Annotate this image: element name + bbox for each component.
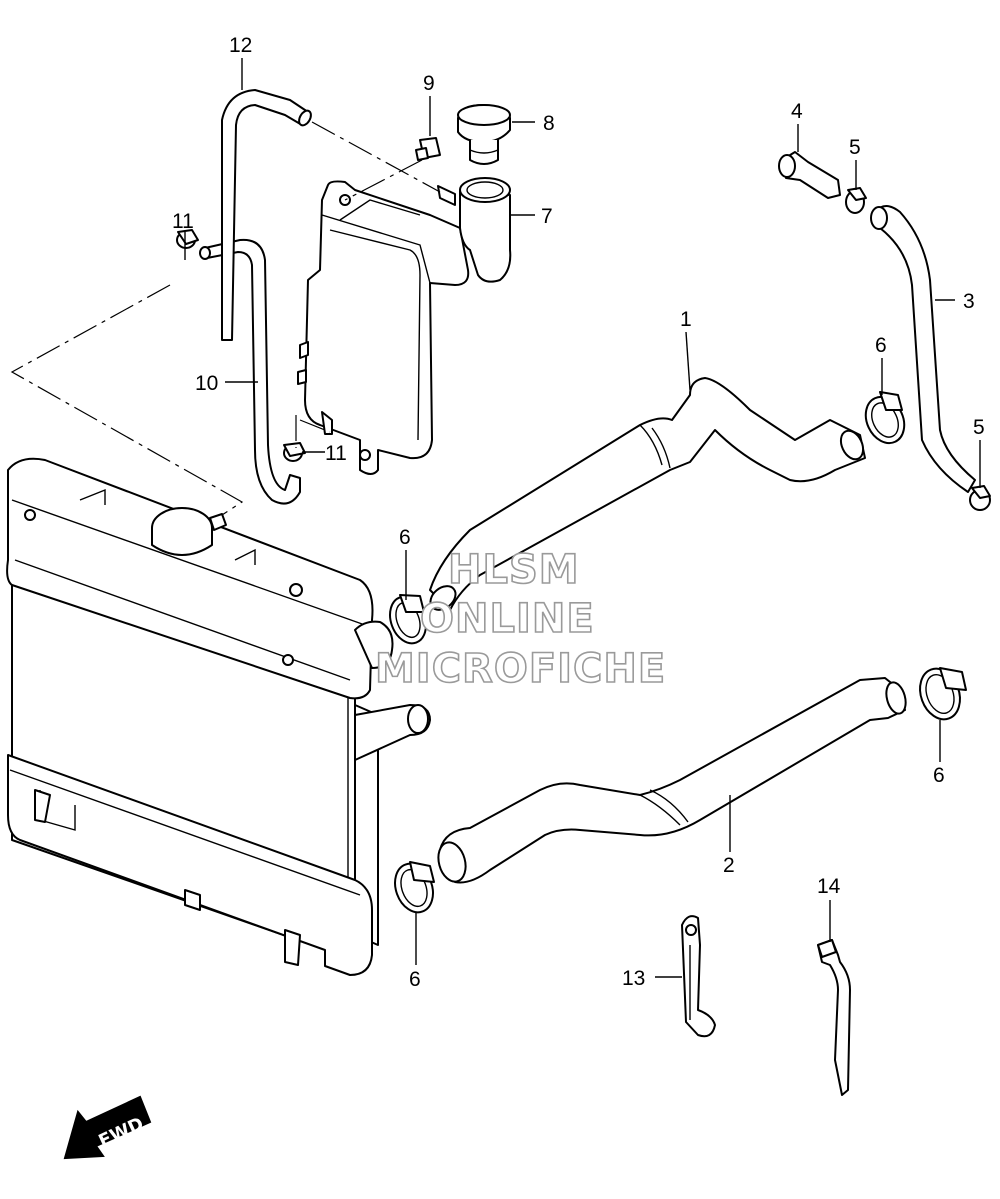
callout-1: 1 [680, 308, 692, 331]
callout-8: 8 [543, 112, 555, 135]
fwd-arrow: FWD [63, 1095, 152, 1160]
radiator-cap [151, 507, 227, 556]
callout-6-lower-right: 6 [933, 764, 945, 787]
small-clamp-upper [845, 187, 867, 214]
watermark-line-3: MICROFICHE [375, 646, 666, 692]
callout-12: 12 [229, 34, 252, 57]
callout-4: 4 [791, 100, 803, 123]
callout-6-upper-right: 6 [875, 334, 887, 357]
callout-9: 9 [423, 72, 435, 95]
bolt [415, 137, 441, 161]
bypass-hose [870, 205, 976, 493]
cable-tie [817, 939, 851, 1096]
callout-6-upper-left: 6 [399, 526, 411, 549]
callout-11-lower: 11 [325, 442, 347, 465]
lower-radiator-hose [437, 677, 907, 884]
upper-radiator-hose [429, 377, 866, 611]
hose-clamp-lower-left [394, 861, 435, 914]
hose-clip-upper [176, 229, 199, 249]
hose-holder-clamp [681, 915, 716, 1038]
callout-numbers: 12 9 8 7 4 5 3 6 5 1 11 10 11 6 6 2 6 13… [172, 34, 985, 991]
callout-11-upper: 11 [172, 210, 194, 233]
callout-5-lower: 5 [973, 416, 985, 439]
reservoir-tank [297, 180, 470, 475]
hose-clamp-lower-right [919, 667, 967, 721]
leader-lines [184, 58, 981, 978]
reference-lines [10, 121, 441, 516]
reservoir-cap [457, 104, 511, 165]
callout-13: 13 [622, 967, 645, 990]
callout-3: 3 [963, 290, 975, 313]
callout-10: 10 [195, 372, 218, 395]
overflow-hose [199, 238, 301, 505]
breather-hose [221, 89, 312, 341]
hose-clamp-upper-left [389, 594, 427, 645]
hose-clamp-upper-right [864, 391, 906, 445]
callout-7: 7 [541, 205, 553, 228]
radiator [6, 457, 431, 976]
callout-6-lower-left: 6 [409, 968, 421, 991]
callout-5-upper: 5 [849, 136, 861, 159]
callout-14: 14 [817, 875, 841, 898]
watermark-line-1: HLSM [448, 547, 580, 593]
callout-2: 2 [723, 854, 735, 877]
hose-fitting [778, 151, 841, 199]
small-clamp-lower [969, 485, 991, 511]
hose-clip-lower [283, 442, 306, 462]
watermark-line-2: ONLINE [420, 596, 595, 642]
watermark: HLSM ONLINE MICROFICHE [374, 546, 666, 693]
filler-neck [437, 177, 512, 283]
